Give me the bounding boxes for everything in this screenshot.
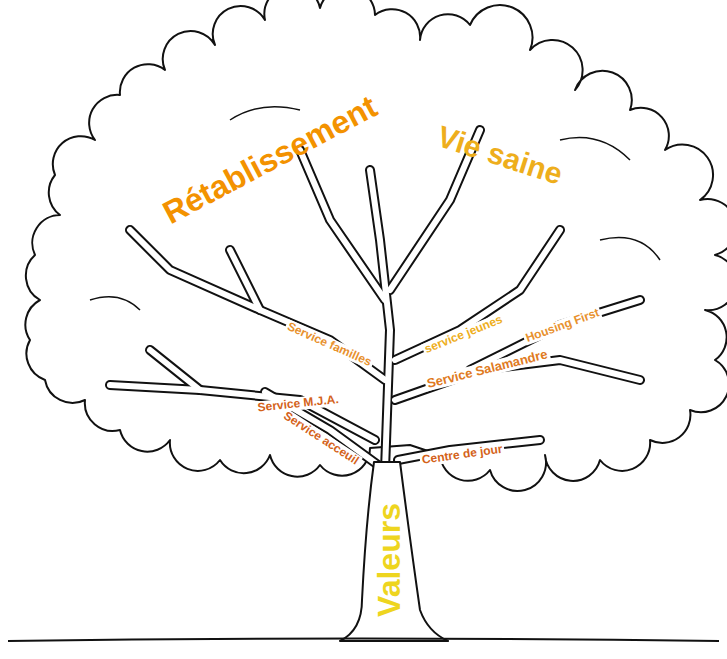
label-text: Service familles xyxy=(283,319,375,370)
branch-label: Centre de jour xyxy=(419,438,506,467)
tree-trunk xyxy=(340,462,448,641)
ground-line xyxy=(8,639,719,642)
label-text: Rétablissement xyxy=(157,89,382,231)
label-text: Valeurs xyxy=(372,503,407,617)
label-text: Vie saine xyxy=(433,119,566,190)
label-text: Service M.J.A. xyxy=(255,393,341,415)
label-text: Centre de jour xyxy=(419,442,505,467)
crown-word: Vie saine xyxy=(433,119,566,190)
label-text: service jeunes xyxy=(421,312,506,357)
branch-label: service jeunes xyxy=(419,309,506,358)
label-text: Service acceuil xyxy=(279,408,362,468)
branch-label: Service Salamandre xyxy=(423,344,551,392)
branch-label: Service acceuil xyxy=(279,405,365,469)
label-text: Housing First xyxy=(522,306,603,346)
branch-label: Housing First xyxy=(521,302,603,346)
branch-label: Service M.J.A. xyxy=(255,389,342,415)
label-text: Service Salamandre xyxy=(424,347,551,392)
tree-canopy xyxy=(25,0,727,491)
crown-word: Rétablissement xyxy=(157,89,382,231)
trunk-word: Valeurs xyxy=(372,503,407,617)
branch-label: Service familles xyxy=(283,316,377,371)
tree-branches-outline xyxy=(110,130,640,470)
tree-branches-fill xyxy=(110,130,640,470)
